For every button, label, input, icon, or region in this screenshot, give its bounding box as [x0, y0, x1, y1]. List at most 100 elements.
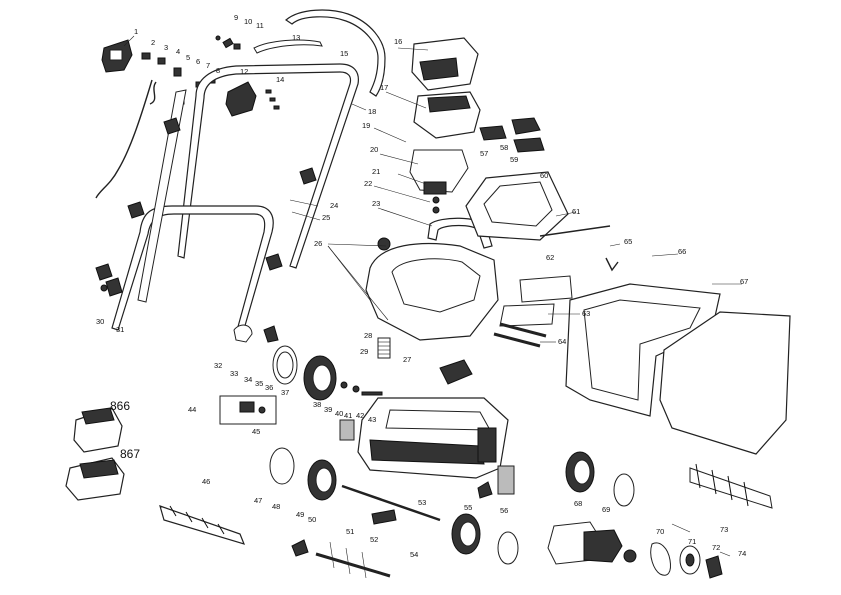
- axle-parts: [339, 381, 383, 441]
- motor-69: [547, 521, 637, 565]
- callout-18: 18: [368, 107, 377, 116]
- callout-69: 69: [602, 505, 611, 514]
- front-right-wheel: [451, 513, 519, 565]
- callout-58: 58: [500, 143, 509, 152]
- callout-53: 53: [418, 498, 427, 507]
- callout-1: 1: [134, 27, 139, 36]
- callout-7: 7: [206, 61, 211, 70]
- callout-41: 41: [344, 411, 353, 420]
- callout-47: 47: [254, 496, 263, 505]
- callout-28: 28: [364, 331, 373, 340]
- bail-lever-part: [253, 39, 323, 54]
- rear-wheel-38: [303, 355, 337, 401]
- pulley-71: [679, 545, 701, 575]
- callout-49: 49: [296, 510, 305, 519]
- rod-61: [539, 225, 611, 237]
- battery-16: [411, 37, 479, 91]
- cover-72: [705, 555, 723, 579]
- lower-handle-frame-part: [111, 205, 274, 337]
- bracket-52: [371, 509, 397, 525]
- top-cover-60: [465, 171, 569, 241]
- callout-35: 35: [255, 379, 264, 388]
- grass-bag-67: [659, 311, 791, 455]
- grass-bag-frame-66: [565, 283, 721, 417]
- upper-handle-frame-part: [177, 63, 359, 269]
- callout-34: 34: [244, 375, 253, 384]
- clamp-32: [233, 324, 253, 343]
- callout-9: 9: [234, 13, 239, 22]
- callout-32: 32: [214, 361, 223, 370]
- callout-15: 15: [340, 49, 349, 58]
- clip-55: [477, 481, 493, 499]
- wiring-box-44: [219, 395, 277, 425]
- callout-6: 6: [196, 57, 201, 66]
- callout-26: 26: [314, 239, 323, 248]
- callout-44: 44: [188, 405, 197, 414]
- callout-16: 16: [394, 37, 403, 46]
- switch-housing-part: [101, 39, 133, 73]
- hook-65: [605, 257, 619, 272]
- bracket-30: [100, 277, 123, 297]
- callout-65: 65: [624, 237, 633, 246]
- callout-57: 57: [480, 149, 489, 158]
- charger-867: [65, 457, 125, 501]
- callout-867: 867: [120, 447, 141, 461]
- callout-14: 14: [276, 75, 285, 84]
- top-handle-part: [285, 9, 386, 97]
- callout-19: 19: [362, 121, 371, 130]
- callout-31: 31: [116, 325, 125, 334]
- callout-67: 67: [740, 277, 749, 286]
- upper-cover-26: [365, 237, 499, 341]
- callout-17: 17: [380, 83, 389, 92]
- callout-21: 21: [372, 167, 381, 176]
- hub-disc-37: [272, 345, 298, 385]
- callout-74: 74: [738, 549, 747, 558]
- mower-deck-body: [357, 397, 509, 479]
- callout-25: 25: [322, 213, 331, 222]
- cable-part: [95, 79, 153, 199]
- callout-37: 37: [281, 388, 290, 397]
- callout-54: 54: [410, 550, 419, 559]
- callout-63: 63: [582, 309, 591, 318]
- belt-70: [650, 542, 671, 576]
- callout-46: 46: [202, 477, 211, 486]
- battery-pack-866: [73, 407, 123, 453]
- callout-59: 59: [510, 155, 519, 164]
- callout-73: 73: [720, 525, 729, 534]
- battery-holder-20: [409, 149, 469, 214]
- callout-39: 39: [324, 405, 333, 414]
- callout-43: 43: [368, 415, 377, 424]
- callout-29: 29: [360, 347, 369, 356]
- callout-5: 5: [186, 53, 191, 62]
- plate-62: [519, 275, 573, 303]
- leader-lines: [123, 35, 742, 557]
- screw-set-14: [265, 89, 280, 110]
- callout-866: 866: [110, 399, 131, 413]
- callout-38: 38: [313, 400, 322, 409]
- callout-70: 70: [656, 527, 665, 536]
- callout-4: 4: [176, 47, 181, 56]
- rod-64: [493, 332, 541, 348]
- callout-71: 71: [688, 537, 697, 546]
- callout-72: 72: [712, 543, 721, 552]
- callout-33: 33: [230, 369, 239, 378]
- callout-40: 40: [335, 409, 344, 418]
- callout-11: 11: [256, 21, 264, 30]
- callout-56: 56: [500, 506, 509, 515]
- callout-10: 10: [244, 17, 253, 26]
- latch-parts-57-59: [479, 117, 545, 153]
- quick-release-knobs: [95, 117, 317, 343]
- callout-22: 22: [364, 179, 373, 188]
- callout-24: 24: [330, 201, 339, 210]
- tine-shaft-51: [315, 541, 391, 579]
- scarifier-roller-46: [159, 505, 246, 545]
- axle-54: [341, 484, 441, 522]
- callout-61: 61: [572, 207, 581, 216]
- control-box-part: [225, 81, 257, 117]
- plate-63: [499, 303, 555, 327]
- callout-50: 50: [308, 515, 317, 524]
- callout-45: 45: [252, 427, 261, 436]
- callout-42: 42: [356, 411, 365, 420]
- callout-13: 13: [292, 33, 301, 42]
